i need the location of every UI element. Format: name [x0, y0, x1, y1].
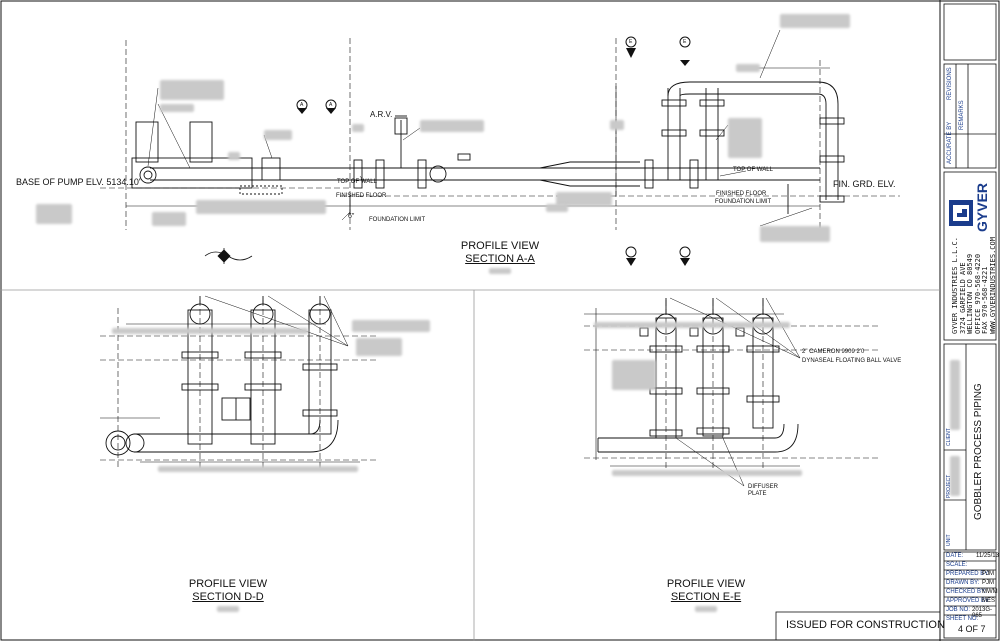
- redacted-note: [264, 130, 292, 140]
- redacted-note: [420, 120, 484, 132]
- fin-grd-elv-label: FIN. GRD. ELV.: [833, 179, 896, 189]
- sheet-number: 4 OF 7: [958, 624, 986, 634]
- project-title: GOBBLER PROCESS PIPING: [973, 383, 984, 520]
- six-inch-dim-label: 6": [348, 213, 355, 220]
- company-logo-mark: [949, 200, 973, 226]
- section-marker-letter: E: [683, 39, 687, 45]
- title-block-frame: [775, 3, 997, 641]
- redacted-note: [780, 14, 850, 28]
- redacted-note: [728, 118, 762, 158]
- redacted-note: [356, 338, 402, 356]
- redacted-note: [160, 104, 194, 112]
- redacted-note: [612, 360, 656, 390]
- redacted-note: [152, 212, 186, 226]
- foundation-limit-right-label: FOUNDATION LIMIT: [715, 199, 772, 205]
- section-marker-letter: A: [329, 102, 333, 108]
- unit-label: UNIT: [946, 534, 952, 546]
- sheet-no-label: SHEET NO:: [946, 616, 979, 622]
- company-address: GYVER INDUSTRIES L.L.C. 3724 GARFIELD AV…: [951, 237, 997, 334]
- diffuser-plate-label: DIFFUSER PLATE: [748, 484, 778, 497]
- redacted-dims: [612, 470, 802, 476]
- redacted-note: [352, 320, 430, 332]
- remarks-label: REMARKS: [959, 100, 965, 130]
- north-arrow-symbol: [204, 248, 253, 264]
- finished-floor-left-label: FINISHED FLOOR: [336, 193, 387, 199]
- section-marker-letter: E: [629, 39, 633, 45]
- finished-floor-right-label: FINISHED FLOOR: [716, 191, 767, 197]
- client-label: CLIENT: [946, 428, 952, 446]
- redacted-dim: [352, 124, 364, 132]
- view-title-section-a: PROFILE VIEW SECTION A-A: [440, 240, 560, 274]
- redacted-note: [36, 204, 72, 224]
- redacted-dims: [594, 322, 790, 328]
- valve-note-e: 2" CAMERON 9909 2'0 DYNASEAL FLOATING BA…: [802, 349, 902, 364]
- redacted-note: [160, 80, 224, 100]
- issued-for-construction: ISSUED FOR CONSTRUCTION: [786, 619, 945, 631]
- redacted-note: [196, 200, 326, 214]
- company-logo-text: GYVER: [974, 182, 990, 232]
- redacted-client: [950, 360, 960, 430]
- section-a-piping: [100, 38, 900, 230]
- base-of-pump-label: BASE OF PUMP ELV. 5134.10': [16, 177, 141, 187]
- redacted-project: [950, 456, 960, 496]
- redacted-note: [760, 226, 830, 242]
- section-marker-letter: A: [300, 102, 304, 108]
- arv-label: A.R.V.: [370, 110, 393, 119]
- redacted-dim: [228, 152, 240, 160]
- redacted-dim: [546, 204, 568, 212]
- top-of-wall-left-label: TOP OF WALL: [337, 179, 377, 185]
- foundation-limit-left-label: FOUNDATION LIMIT: [369, 217, 426, 223]
- redacted-dim: [736, 64, 760, 72]
- accurate-by-label: ACCURATE BY: [947, 121, 953, 164]
- redacted-dim: [610, 120, 624, 130]
- redacted-dims: [112, 328, 308, 334]
- view-title-section-d: PROFILE VIEW SECTION D-D: [168, 578, 288, 612]
- section-d-piping: [100, 296, 378, 470]
- redacted-dims: [158, 466, 358, 472]
- revisions-label: REVISIONS: [947, 67, 953, 100]
- project-label: PROJECT: [946, 474, 952, 498]
- redacted-note: [556, 192, 612, 206]
- top-of-wall-right-label: TOP OF WALL: [733, 167, 773, 173]
- view-title-section-e: PROFILE VIEW SECTION E-E: [646, 578, 766, 612]
- section-markers-a: [296, 36, 691, 266]
